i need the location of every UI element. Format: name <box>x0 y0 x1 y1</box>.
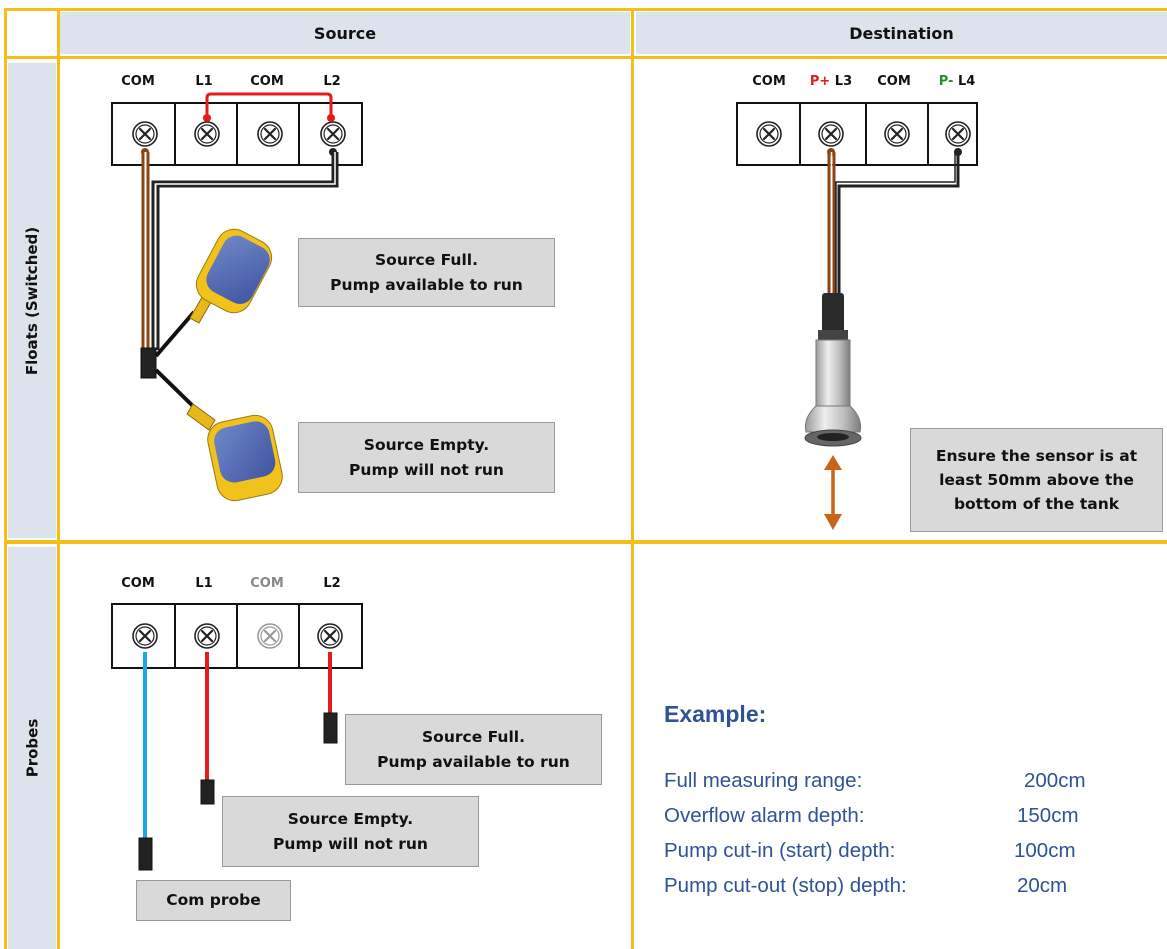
terminal-label: L1 <box>195 74 213 89</box>
example-row: Full measuring range: <box>664 769 862 793</box>
terminal-label: L2 <box>323 74 341 89</box>
example-label: Full measuring range: <box>664 769 863 792</box>
grid-line <box>4 8 1167 11</box>
note-line: least 50mm above the <box>939 470 1134 489</box>
terminal-block <box>111 603 363 669</box>
terminal-label-text: COM <box>752 74 786 89</box>
note-source-empty: Source Empty. Pump will not run <box>298 422 555 493</box>
link-wire <box>205 92 333 118</box>
note-line: Ensure the sensor is at <box>935 446 1138 465</box>
example-row: Overflow alarm depth: <box>664 804 865 828</box>
polarity-negative: P- <box>938 74 954 89</box>
grid-line <box>57 8 60 949</box>
polarity-positive: P+ <box>809 74 831 89</box>
pressure-sensor <box>804 293 862 447</box>
grid-line <box>4 540 1167 544</box>
grid-line <box>631 8 634 949</box>
note-line: Source Full. <box>375 251 478 270</box>
terminal-block <box>111 102 363 166</box>
example-row: Pump cut-out (stop) depth: <box>664 874 907 898</box>
example-label: Pump cut-out (stop) depth: <box>664 874 907 897</box>
terminal-label: COM <box>250 576 284 591</box>
note-line: Pump available to run <box>377 752 570 771</box>
terminal-label: P- L4 <box>927 74 987 89</box>
note-sensor-clearance: Ensure the sensor is at least 50mm above … <box>910 428 1163 532</box>
note-line: Pump will not run <box>349 460 504 479</box>
float-switch-lower <box>186 403 283 502</box>
example-row: Pump cut-in (start) depth: <box>664 839 895 863</box>
depth-arrow <box>824 455 842 530</box>
float-switch-upper <box>189 228 273 324</box>
note-line: Com probe <box>166 891 261 910</box>
example-heading: Example: <box>664 701 767 727</box>
note-line: bottom of the tank <box>953 495 1120 513</box>
example-value: 200cm <box>1024 769 1086 792</box>
grid-line <box>4 8 7 949</box>
example-value: 150cm <box>1017 804 1079 827</box>
header-source: Source <box>60 12 630 54</box>
terminal-label: COM <box>121 74 155 89</box>
note-source-full: Source Full. Pump available to run <box>298 238 555 307</box>
note-line: Source Full. <box>422 728 525 747</box>
grid-line <box>4 56 1167 59</box>
terminal-label-text: L4 <box>953 74 976 89</box>
note-line: Pump available to run <box>330 275 523 294</box>
terminal-label: L2 <box>323 576 341 591</box>
terminal-label: COM <box>121 576 155 591</box>
example-label: Overflow alarm depth: <box>664 804 865 827</box>
terminal-block <box>736 102 978 166</box>
note-com-probe: Com probe <box>136 880 291 921</box>
row-label-floats: Floats (Switched) <box>8 63 56 538</box>
row-label-probes: Probes <box>8 547 56 949</box>
note-probe-empty: Source Empty. Pump will not run <box>222 796 479 867</box>
note-line: Source Empty. <box>363 436 490 455</box>
terminal-label: L1 <box>195 576 213 591</box>
terminal-label: P+ L3 <box>801 74 861 89</box>
terminal-label: COM <box>864 74 924 89</box>
note-line: Pump will not run <box>273 834 428 853</box>
terminal-label: COM <box>739 74 799 89</box>
header-destination: Destination <box>636 12 1167 54</box>
terminal-label-text: COM <box>877 74 911 89</box>
note-line: Source Empty. <box>287 810 414 829</box>
example-value: 100cm <box>1014 839 1076 862</box>
note-probe-full: Source Full. Pump available to run <box>345 714 602 785</box>
example-value: 20cm <box>1017 874 1068 897</box>
terminal-label: COM <box>250 74 284 89</box>
corner-cell <box>6 10 56 56</box>
example-label: Pump cut-in (start) depth: <box>664 839 896 862</box>
terminal-label-text: L3 <box>830 74 853 89</box>
